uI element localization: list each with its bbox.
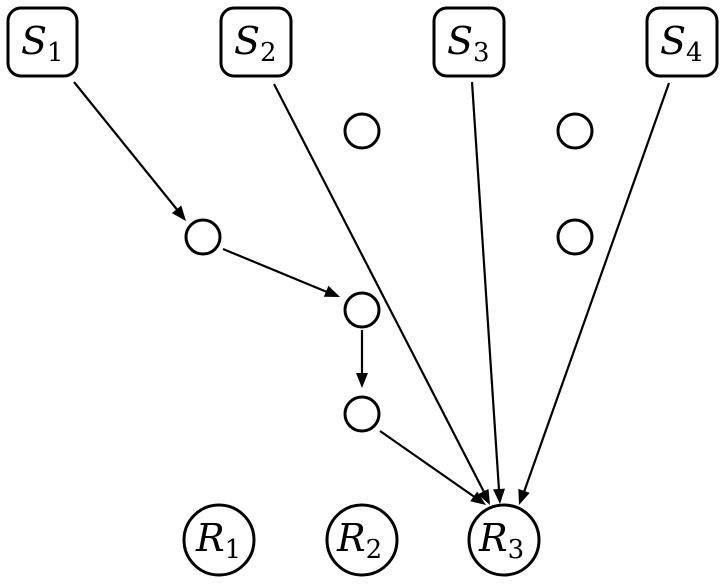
relay-node-a — [184, 218, 222, 256]
edge-s1-relay-a — [73, 81, 180, 213]
source-node-s4: S4 — [645, 6, 719, 78]
node-subscript: 2 — [366, 535, 383, 565]
node-subscript: 4 — [686, 38, 703, 68]
edge-relay-a-relay-b — [222, 247, 328, 294]
svg-text:S1: S1 — [21, 19, 64, 68]
node-label: R — [336, 516, 366, 560]
node-label: S — [447, 19, 473, 63]
node-label: R — [478, 516, 508, 560]
arrowhead — [356, 373, 368, 388]
source-node-s1: S1 — [6, 6, 79, 78]
relay-node-upper-middle — [343, 112, 381, 150]
svg-text:R3: R3 — [478, 516, 524, 565]
node-subscript: 1 — [225, 535, 242, 565]
relay-node-c — [343, 395, 381, 433]
node-label: S — [21, 19, 47, 63]
source-node-s3: S3 — [432, 6, 506, 78]
arrowhead — [470, 491, 486, 505]
edge-layer — [73, 81, 671, 505]
node-subscript: 3 — [508, 535, 525, 565]
node-subscript: 1 — [47, 38, 64, 68]
receiver-node-r1: R1 — [182, 503, 256, 577]
arrowhead — [171, 205, 186, 221]
arrowhead — [493, 488, 505, 504]
edge-s3-r3 — [470, 81, 501, 491]
edge-s2-r3 — [273, 83, 485, 493]
relay-node-right — [556, 218, 594, 256]
receiver-node-r3: R3 — [467, 503, 541, 577]
svg-text:S3: S3 — [447, 19, 490, 68]
svg-text:S2: S2 — [234, 19, 277, 68]
relay-node-b — [343, 291, 381, 329]
arrowhead — [518, 488, 530, 505]
node-label: R — [195, 516, 225, 560]
source-node-s2: S2 — [219, 6, 293, 78]
node-label: S — [234, 19, 260, 63]
arrowhead — [477, 488, 490, 505]
svg-text:S4: S4 — [660, 19, 703, 68]
edge-relay-c-r3 — [379, 430, 477, 499]
receiver-node-r2: R2 — [325, 503, 399, 577]
arrowhead — [323, 285, 340, 297]
node-subscript: 3 — [473, 38, 490, 68]
relay-node-upper-right — [556, 112, 594, 150]
svg-text:R2: R2 — [336, 516, 382, 565]
node-label: S — [660, 19, 686, 63]
svg-text:R1: R1 — [195, 516, 241, 565]
edge-s4-r3 — [522, 82, 671, 493]
node-subscript: 2 — [260, 38, 277, 68]
